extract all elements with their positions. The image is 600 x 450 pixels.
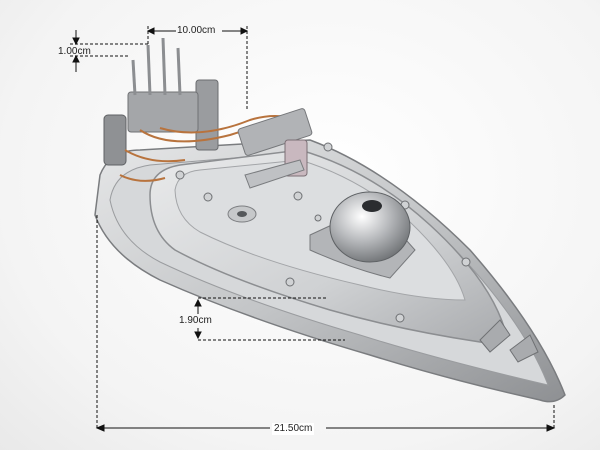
- dimension-sole-thickness: [194, 297, 345, 341]
- screw: [323, 142, 333, 152]
- steam-dome-hole: [362, 200, 382, 212]
- connector-pin: [161, 37, 167, 96]
- steam-dome: [329, 191, 411, 263]
- dimension-top-width: [146, 26, 249, 110]
- screw: [285, 277, 295, 287]
- screw: [461, 257, 471, 267]
- nose-vent: [479, 319, 511, 353]
- steam-port-hole: [237, 211, 247, 217]
- connector-pin: [131, 59, 137, 96]
- copper-wire: [119, 174, 166, 182]
- copper-wire: [124, 149, 186, 163]
- pin-height-label: 1.00cm: [58, 46, 91, 57]
- terminal-block: [127, 91, 199, 133]
- rear-bumper: [103, 114, 127, 166]
- screw: [314, 214, 322, 222]
- nose-vent: [509, 334, 539, 363]
- sole-thickness-label: 1.90cm: [179, 315, 212, 326]
- thermostat-arm: [244, 159, 305, 189]
- top-width-label: 10.00cm: [177, 25, 216, 36]
- screw: [203, 192, 213, 202]
- connector-pin: [146, 44, 152, 96]
- connector-pin: [176, 47, 182, 96]
- screw: [395, 313, 405, 323]
- screw: [293, 191, 303, 201]
- screw: [175, 170, 185, 180]
- dimension-pin-height: [70, 30, 148, 72]
- dimension-total-length: [95, 215, 556, 432]
- total-length-label: 21.50cm: [272, 423, 315, 435]
- thermostat-bracket: [237, 108, 313, 156]
